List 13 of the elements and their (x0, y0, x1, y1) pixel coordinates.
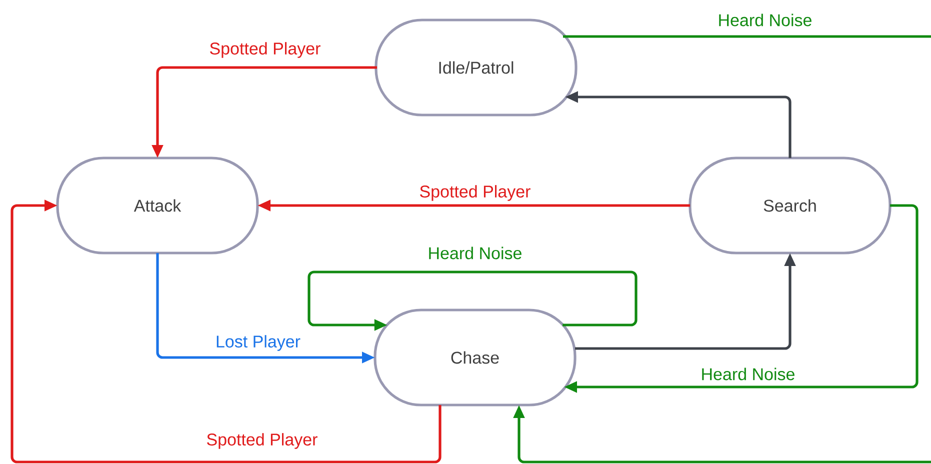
state-box: Search (688, 156, 892, 254)
edge-label: Spotted Player (418, 184, 532, 202)
edge-label: Spotted Player (205, 432, 319, 450)
edge-label: Heard Noise (426, 246, 524, 260)
state-box: Chase (374, 308, 576, 406)
edge-label: Spotted Player (208, 41, 322, 59)
edge-label: Heard Noise (700, 366, 796, 382)
arrow (513, 35, 931, 464)
state-box: Idle/Patrol (374, 18, 578, 116)
arrow (10, 200, 442, 464)
edge-label: Heard Noise (716, 12, 814, 28)
edge-label: Lost Player (214, 334, 302, 352)
state-box: Attack (56, 156, 259, 254)
